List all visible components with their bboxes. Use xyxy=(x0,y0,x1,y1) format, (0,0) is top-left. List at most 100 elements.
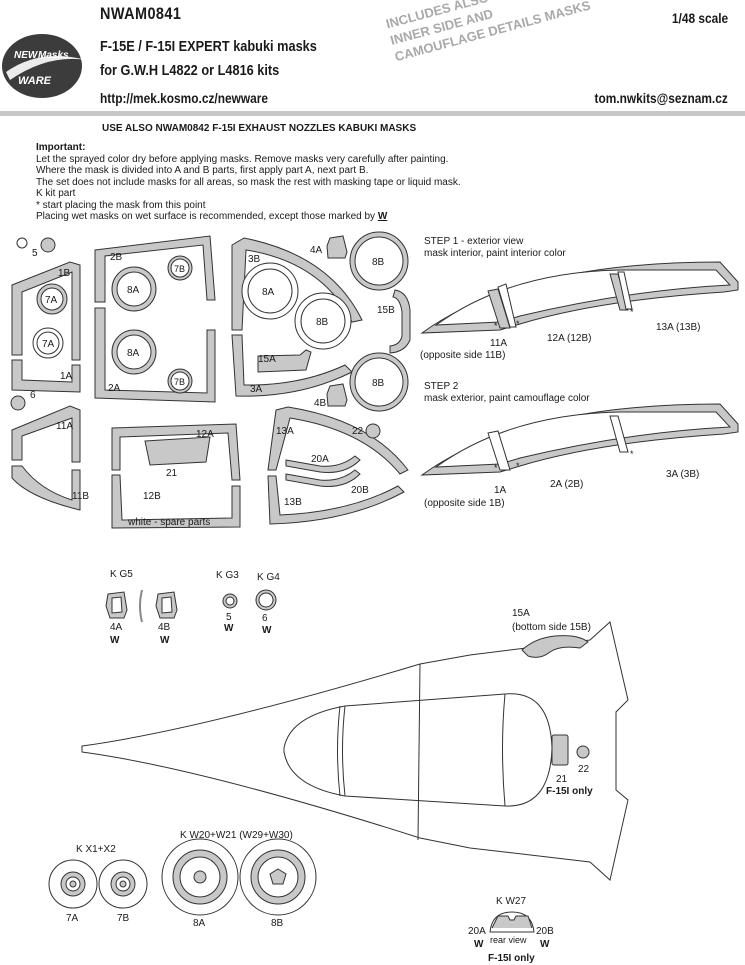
step1-opposite: (opposite side 11B) xyxy=(420,350,505,361)
part-22 xyxy=(365,423,381,439)
instruction-line: Placing wet masks on wet surface is reco… xyxy=(36,211,388,222)
newware-logo: NEW Masks WARE xyxy=(2,34,86,98)
label-15b: 15B xyxy=(377,305,395,316)
wheel-8a xyxy=(161,838,239,916)
part-5-6-dots xyxy=(10,237,28,411)
mask-2a xyxy=(94,307,216,403)
label-wheel-8a: 8A xyxy=(193,918,206,929)
mask-11a xyxy=(11,405,81,463)
mask-21 xyxy=(144,436,211,466)
mask-20b xyxy=(285,469,361,487)
label-light-5: 5 xyxy=(226,612,232,623)
label-21: 21 xyxy=(166,468,178,479)
airframe-outline xyxy=(81,621,629,881)
mask-15a-on-model xyxy=(521,635,589,658)
header-divider xyxy=(0,111,745,116)
step1-subtitle: mask interior, paint interior color xyxy=(424,248,566,259)
label-22-model: 22 xyxy=(578,764,590,775)
mask-4a xyxy=(326,235,348,259)
label-6: 6 xyxy=(30,390,36,401)
label-11b: 11B xyxy=(72,491,89,502)
label-7a: 7A xyxy=(45,295,58,306)
label-12b: 12B xyxy=(143,491,161,502)
label-21-model: 21 xyxy=(556,774,568,785)
mask-15a xyxy=(257,349,312,373)
label-15a-model: 15A xyxy=(512,608,530,619)
label-13a: 13A xyxy=(276,426,294,437)
instruction-line: K kit part xyxy=(36,188,76,199)
label-wheel-7b: 7B xyxy=(117,913,130,924)
rear-view-label: rear view xyxy=(490,935,527,945)
label-3a: 3A xyxy=(250,384,263,395)
step2-title: STEP 2 xyxy=(424,381,459,392)
logo-line2: Masks xyxy=(38,50,69,61)
wet-mark-icon: W xyxy=(110,635,120,646)
label-kg4: K G4 xyxy=(257,572,280,583)
wet-mark-icon: W xyxy=(160,635,170,646)
step2-canopy: *** xyxy=(420,403,739,476)
label-4a: 4A xyxy=(310,245,323,256)
step1-label-12a: 12A (12B) xyxy=(547,333,591,344)
step1-title: STEP 1 - exterior view xyxy=(424,236,524,247)
step2-opposite: (opposite side 1B) xyxy=(424,498,505,509)
label-11a: 11A xyxy=(56,421,73,432)
label-12a: 12A xyxy=(196,429,214,440)
label-gear-20a: 20A xyxy=(468,926,486,937)
label-2b: 2B xyxy=(110,252,123,263)
step1-canopy: *** xyxy=(420,261,739,334)
product-subtitle: for G.W.H L4822 or L4816 kits xyxy=(100,62,280,79)
label-2a: 2A xyxy=(108,383,121,394)
step2-label-3a: 3A (3B) xyxy=(666,469,699,480)
logo-line1: NEW xyxy=(14,50,39,61)
email-link[interactable]: tom.nwkits@seznam.cz xyxy=(594,90,728,106)
label-4b: 4B xyxy=(314,398,327,409)
notice: USE ALSO NWAM0842 F-15I EXHAUST NOZZLES … xyxy=(102,123,417,134)
label-wheel-8b: 8B xyxy=(271,918,284,929)
svg-text:*: * xyxy=(630,449,634,459)
mask-15b xyxy=(389,289,411,354)
label-8a-2: 8A xyxy=(127,348,140,359)
label-8b-2: 8B xyxy=(372,378,385,389)
step2-label-1a: 1A xyxy=(494,485,507,496)
label-8b-3: 8B xyxy=(316,317,329,328)
wheel-8b xyxy=(239,838,317,916)
instruction-line: * start placing the mask from this point xyxy=(36,199,206,211)
label-7b-2: 7B xyxy=(174,377,185,387)
mask-1b xyxy=(11,261,81,361)
label-8a-3: 8A xyxy=(262,287,275,298)
wet-mark-icon: W xyxy=(262,625,272,636)
mask-2b xyxy=(94,235,216,303)
product-title: F-15E / F-15I EXPERT kabuki masks xyxy=(100,38,317,55)
mask-20a xyxy=(285,455,361,473)
mask-12a xyxy=(111,423,241,481)
wet-mark-icon: W xyxy=(474,939,484,950)
wet-mark-icon: W xyxy=(224,623,234,634)
svg-text:*: * xyxy=(516,461,520,471)
label-8b: 8B xyxy=(372,257,385,268)
mask-13a xyxy=(267,406,409,475)
label-light-4a: 4A xyxy=(110,622,123,633)
scale-label: 1/48 scale xyxy=(671,10,728,26)
label-light-6: 6 xyxy=(262,613,268,624)
step2-label-2a: 2A (2B) xyxy=(550,479,583,490)
label-wheel-7a: 7A xyxy=(66,913,79,924)
instructions-heading: Important: xyxy=(36,142,86,153)
instructions: Important: Let the sprayed color dry bef… xyxy=(36,142,461,223)
label-kw: K W20+W21 (W29+W30) xyxy=(180,830,293,841)
website-link[interactable]: http://mek.kosmo.cz/newware xyxy=(100,90,268,106)
svg-text:*: * xyxy=(516,319,520,329)
wheel-7a xyxy=(48,859,98,909)
mask-22-on-model xyxy=(576,745,590,759)
step2-subtitle: mask exterior, paint camouflage color xyxy=(424,393,590,404)
product-code: NWAM0841 xyxy=(100,4,182,23)
label-kw27: K W27 xyxy=(496,896,526,907)
mask-4b xyxy=(326,383,348,407)
instruction-line: The set does not include masks for all a… xyxy=(36,176,461,188)
wet-mark-icon: W xyxy=(540,939,550,950)
wheel-7b xyxy=(98,859,148,909)
label-7b: 7B xyxy=(174,264,185,274)
wet-mark-icon: W xyxy=(377,211,388,222)
label-5: 5 xyxy=(32,248,38,259)
label-kg5: K G5 xyxy=(110,569,133,580)
label-light-4b: 4B xyxy=(158,622,171,633)
